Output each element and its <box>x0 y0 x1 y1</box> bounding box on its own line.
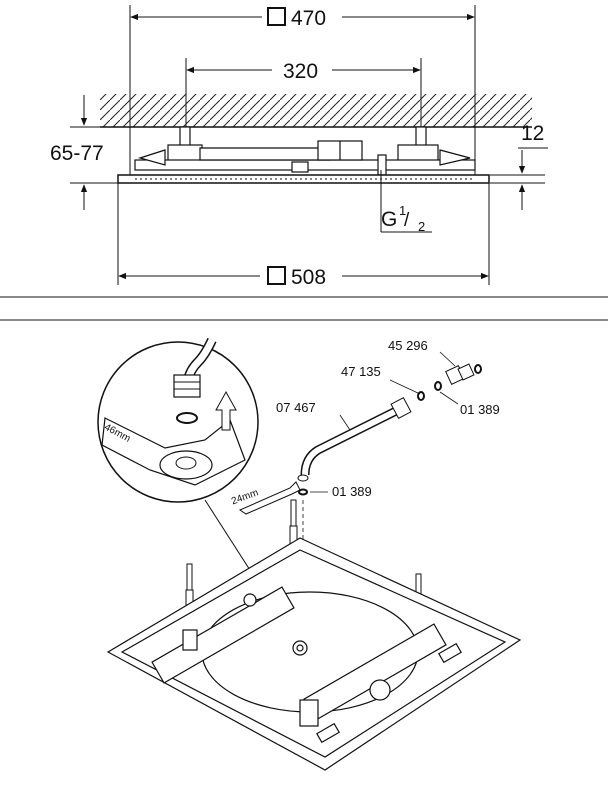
mounting-bracket-assembly <box>134 126 476 176</box>
panel-width-label: 508 <box>291 266 326 289</box>
exploded-assembly-drawing: 46mm 24mm <box>97 337 522 771</box>
part-ref-45296: 45 296 <box>388 338 428 353</box>
part-ref-01389-a: 01 389 <box>460 402 500 417</box>
thread-label: G <box>381 208 397 231</box>
overall-width-label: 470 <box>291 7 326 30</box>
dimension-12: 12 <box>490 122 548 210</box>
square-symbol-icon-2 <box>267 266 286 285</box>
ceiling-section <box>100 94 532 128</box>
part-ref-01389-b: 01 389 <box>332 484 372 499</box>
thread-callout: G 1 / 2 <box>380 170 432 234</box>
top-dimension-drawing: 470 320 <box>50 5 548 289</box>
square-symbol-icon <box>267 7 286 26</box>
part-ref-47135: 47 135 <box>341 364 381 379</box>
fittings-group <box>417 363 482 401</box>
small-wrench: 24mm <box>230 481 301 515</box>
panel-thickness-label: 12 <box>521 122 544 145</box>
dimension-320: 320 <box>186 60 421 83</box>
upward-arrow-icon <box>215 390 237 431</box>
dimension-508: 508 <box>118 266 489 289</box>
hose-assembly <box>297 396 412 496</box>
dimension-65-77: 65-77 <box>50 95 130 210</box>
mounting-frame <box>106 537 522 771</box>
mount-spacing-label: 320 <box>283 60 318 83</box>
thread-fraction-denominator: 2 <box>418 219 425 234</box>
height-range-label: 65-77 <box>50 142 104 165</box>
shower-panel <box>117 174 490 184</box>
dimension-470: 470 <box>130 7 475 30</box>
part-ref-07467: 07 467 <box>276 400 316 415</box>
detail-magnifier: 46mm <box>97 337 259 503</box>
thread-fraction-slash: / <box>404 210 410 231</box>
thread-fraction-numerator: 1 <box>399 203 406 218</box>
